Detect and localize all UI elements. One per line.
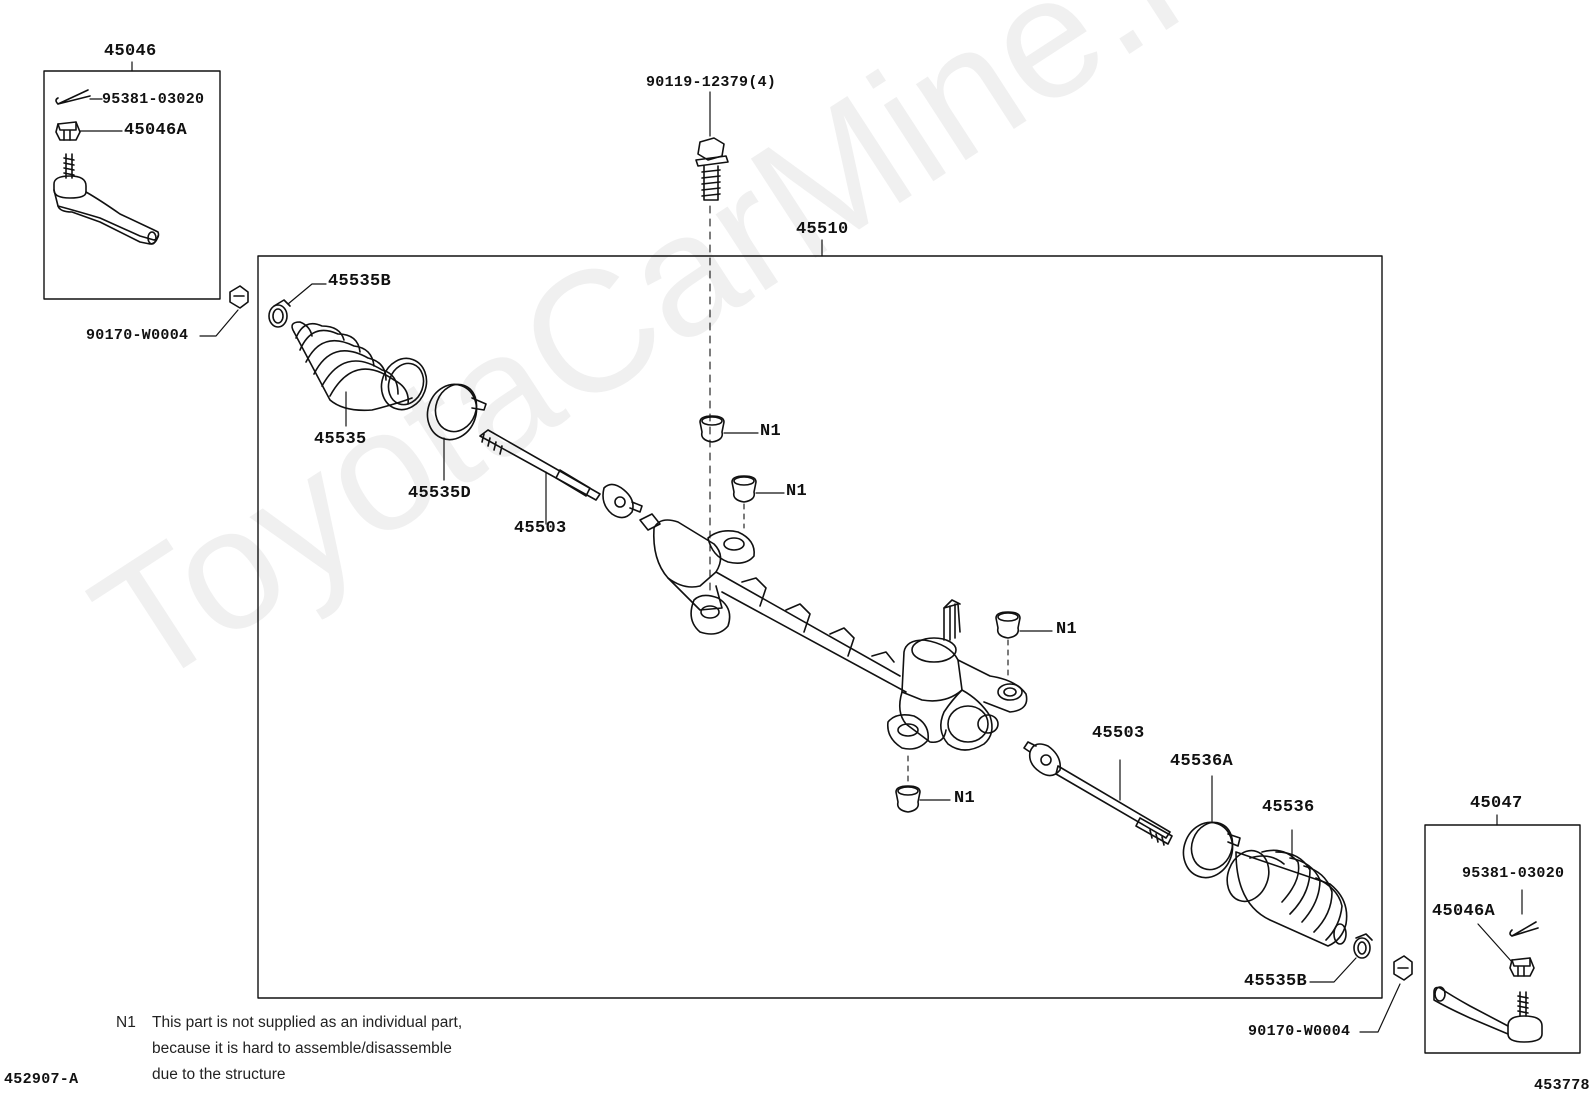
tie-rod-left-label: 45503: [514, 519, 567, 538]
left-box-title: 45046: [104, 42, 157, 61]
right-castle-nut-icon: [1509, 957, 1535, 977]
castle-nut-icon: [55, 121, 81, 141]
washer-nut-right-icon: [1393, 955, 1413, 981]
boot-clamp-large-left-icon: [426, 383, 487, 441]
rack-boot-right-icon: [1226, 849, 1348, 947]
bushing-n1-top-icon: [699, 415, 725, 443]
n1-bottom-label: N1: [954, 789, 976, 808]
rack-box-title: 45510: [796, 220, 849, 239]
n1-top-label: N1: [760, 422, 782, 441]
boot-clamp-left-leader: [287, 283, 327, 305]
bushing-n1-second-icon: [731, 475, 757, 503]
tie-rod-right-icon: [1023, 741, 1173, 846]
boot-clamp-large-right-icon: [1182, 821, 1241, 879]
boot-clamp-left-label: 45535B: [328, 272, 392, 291]
tie-rod-right-label: 45503: [1092, 724, 1145, 743]
boot-clamp-right-leader: [1309, 957, 1357, 983]
bushing-n1-bottom-icon: [895, 785, 921, 813]
footnote-line-1: This part is not supplied as an individu…: [152, 1014, 463, 1031]
flange-bolt-icon: [695, 137, 729, 201]
left-washer-nut-label: 90170-W0004: [86, 327, 189, 344]
footnote-line-3: due to the structure: [152, 1066, 286, 1083]
tie-rod-left-icon: [479, 429, 643, 519]
right-washer-nut-label: 90170-W0004: [1248, 1023, 1351, 1040]
diagram-code-right: 453778: [1534, 1077, 1590, 1094]
left-tie-rod-end-icon: [53, 153, 160, 245]
boot-clamp-right-label: 45535B: [1244, 972, 1308, 991]
clamp-right-label: 45536A: [1170, 752, 1234, 771]
washer-nut-left-leader: [199, 309, 239, 337]
right-box-title: 45047: [1470, 794, 1523, 813]
boot-right-label: 45536: [1262, 798, 1315, 817]
right-nut-leader: [1477, 923, 1513, 963]
clamp-left-label: 45535D: [408, 484, 472, 503]
boot-clamp-right-icon: [1353, 933, 1373, 959]
rack-boot-left-icon: [291, 321, 428, 412]
steering-rack-housing-icon: [639, 513, 1028, 751]
right-nut-label: 45046A: [1432, 902, 1496, 921]
washer-nut-left-icon: [229, 285, 249, 309]
bushing-n1-right-icon: [995, 611, 1021, 639]
boot-clamp-left-icon: [268, 299, 291, 328]
washer-nut-right-leader: [1359, 983, 1401, 1033]
steering-rack-box: [257, 255, 1383, 999]
boot-left-label: 45535: [314, 430, 367, 449]
left-nut-label: 45046A: [124, 121, 188, 140]
footnote-marker: N1: [116, 1014, 136, 1031]
n1-second-label: N1: [786, 482, 808, 501]
right-tie-rod-end-icon: [1433, 986, 1543, 1043]
bolt-label: 90119-12379(4): [646, 74, 777, 91]
right-tie-rod-end-box: [1424, 824, 1581, 1054]
left-cotter-label: 95381-03020: [102, 91, 205, 108]
right-cotter-label: 95381-03020: [1462, 865, 1565, 882]
footnote-line-2: because it is hard to assemble/disassemb…: [152, 1040, 452, 1057]
diagram-code-left: 452907-A: [4, 1071, 79, 1088]
n1-right-label: N1: [1056, 620, 1078, 639]
cotter-pin-icon: [55, 89, 91, 105]
right-cotter-pin-icon: [1509, 921, 1539, 937]
